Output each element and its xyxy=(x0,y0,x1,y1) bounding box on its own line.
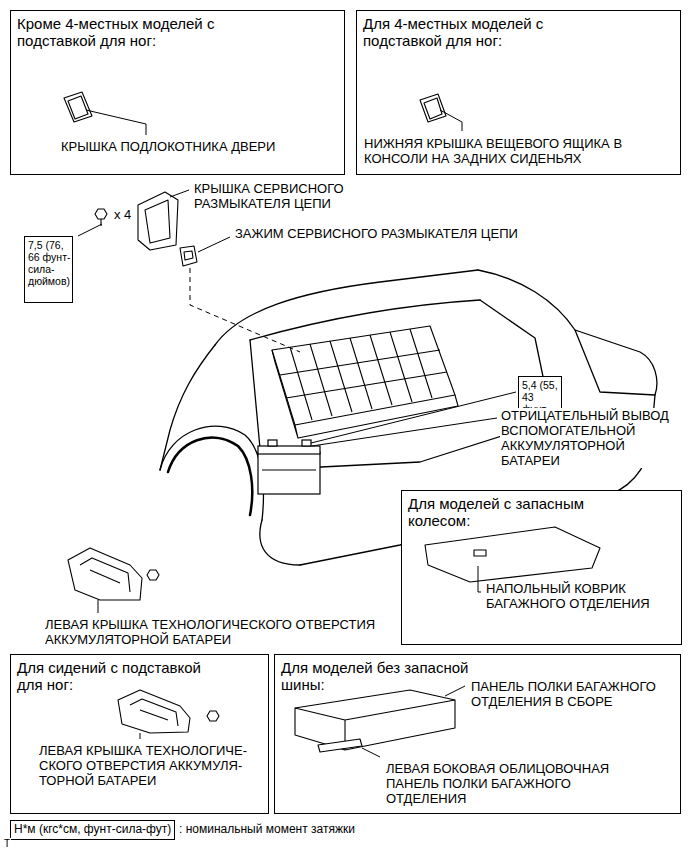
torque-value: 7,5 (76, 66 фунт-сила-дюймов) xyxy=(28,239,72,287)
part-name: НАПОЛЬНЫЙ КОВРИК БАГАЖНОГО ОТДЕЛЕНИЯ xyxy=(486,581,676,611)
leader-line xyxy=(311,392,516,446)
condition-heading: Кроме 4-местных моделей с подставкой для… xyxy=(17,15,247,50)
leader-line xyxy=(311,392,516,443)
part-drawing xyxy=(424,98,442,119)
condition-heading: Для моделей с запасным колесом: xyxy=(408,495,613,530)
torque-unit: Н*м (кгс*см, фунт-сила-фут) xyxy=(14,823,171,837)
car-body xyxy=(160,426,263,520)
part-drawing xyxy=(130,699,178,726)
part-drawing xyxy=(68,548,142,600)
leader-line xyxy=(478,566,481,592)
condition-heading: Для моделей без запасной шины: xyxy=(281,659,486,694)
auxiliary-battery xyxy=(262,469,316,470)
part-name: НИЖНЯЯ КРЫШКА ВЕЩЕВОГО ЯЩИКА В КОНСОЛИ Н… xyxy=(364,136,664,166)
part-drawing xyxy=(180,246,197,266)
leader-line xyxy=(78,224,102,236)
part-name: КРЫШКА ПОДЛОКОТНИКА ДВЕРИ xyxy=(61,139,275,154)
figure-code: T xyxy=(3,838,11,850)
part-drawing xyxy=(425,527,600,582)
leader-line xyxy=(362,748,380,757)
part-name: КРЫШКА СЕРВИСНОГО РАЗМЫКАТЕЛЯ ЦЕПИ xyxy=(193,181,365,211)
part-name: ЛЕВАЯ КРЫШКА ТЕХНОЛОГИЧЕСКОГО ОТВЕРСТИЯ … xyxy=(44,617,398,647)
leader-line xyxy=(312,418,497,446)
part-drawing xyxy=(80,558,130,592)
auxiliary-battery xyxy=(258,452,320,494)
leader-line xyxy=(140,733,141,739)
car-body xyxy=(215,270,478,345)
part-drawing xyxy=(147,570,159,580)
part-drawing xyxy=(68,96,88,119)
auxiliary-battery xyxy=(268,440,277,446)
hybrid-battery xyxy=(272,350,298,438)
hybrid-battery xyxy=(280,350,447,398)
hybrid-battery xyxy=(272,326,455,425)
condition-heading: Для 4-местных моделей с подставкой для н… xyxy=(363,15,583,50)
part-name: ЛЕВАЯ БОКОВАЯ ОБЛИЦОВОЧНАЯ ПАНЕЛЬ ПОЛКИ … xyxy=(386,761,648,806)
condition-heading: Для сидений с подставкой для ног: xyxy=(17,659,219,694)
torque-box: 7,5 (76, 66 фунт-сила-дюймов) xyxy=(24,236,73,303)
leader-line xyxy=(440,110,462,131)
part-name: ПАНЕЛЬ ПОЛКИ БАГАЖНОГО ОТДЕЛЕНИЯ В СБОРЕ xyxy=(471,679,676,709)
part-name: ОТРИЦАТЕЛЬНЫЙ ВЫВОД ВСПОМОГАТЕЛЬНОЙ АККУ… xyxy=(500,408,684,468)
service-plug-route xyxy=(190,268,300,352)
part-drawing xyxy=(474,550,486,556)
quantity: x 4 xyxy=(113,207,132,222)
hybrid-battery xyxy=(298,395,458,438)
condition-box: Для моделей без запасной шины:ПАНЕЛЬ ПОЛ… xyxy=(274,654,681,814)
part-name: ЛЕВАЯ КРЫШКА ТЕХНОЛОГИЧЕ-СКОГО ОТВЕРСТИЯ… xyxy=(39,743,268,788)
part-drawing xyxy=(64,92,92,122)
hybrid-battery xyxy=(290,329,432,420)
part-drawing xyxy=(184,251,193,260)
leader-line xyxy=(198,237,230,252)
auxiliary-battery xyxy=(258,440,320,494)
auxiliary-battery xyxy=(302,440,311,446)
legend-box: Н*м (кгс*см, фунт-сила-фут) xyxy=(10,820,175,840)
part-drawing xyxy=(295,700,455,750)
part-drawing xyxy=(295,690,455,750)
auxiliary-battery xyxy=(258,446,320,454)
hybrid-battery xyxy=(272,326,458,438)
part-drawing xyxy=(420,94,446,122)
part-drawing xyxy=(145,200,170,243)
leader-line xyxy=(170,190,189,197)
car-body xyxy=(478,270,575,330)
car-body xyxy=(250,300,480,340)
car-body xyxy=(260,520,300,565)
car-body xyxy=(168,438,252,515)
condition-box: Кроме 4-местных моделей с подставкой для… xyxy=(10,10,345,175)
service-plug-route xyxy=(190,268,300,352)
leader-line xyxy=(445,686,465,696)
leader-line xyxy=(86,110,146,135)
part-name: ЗАЖИМ СЕРВИСНОГО РАЗМЫКАТЕЛЯ ЦЕПИ xyxy=(234,226,519,241)
part-drawing xyxy=(318,739,362,752)
part-drawing xyxy=(138,192,178,250)
condition-box: Для сидений с подставкой для ног: ЛЕВАЯ К… xyxy=(10,654,269,814)
car-body xyxy=(575,330,657,395)
leader-line xyxy=(98,600,99,613)
condition-box: Для 4-местных моделей с подставкой для н… xyxy=(356,10,681,175)
box-ground xyxy=(401,490,680,645)
part-drawing xyxy=(207,711,219,721)
part-drawing xyxy=(95,209,107,219)
part-drawing xyxy=(118,690,190,733)
legend-description: : номинальный момент затяжки xyxy=(178,823,356,837)
condition-box: Для моделей с запасным колесом: НАПОЛЬНЫЙ… xyxy=(401,490,682,645)
